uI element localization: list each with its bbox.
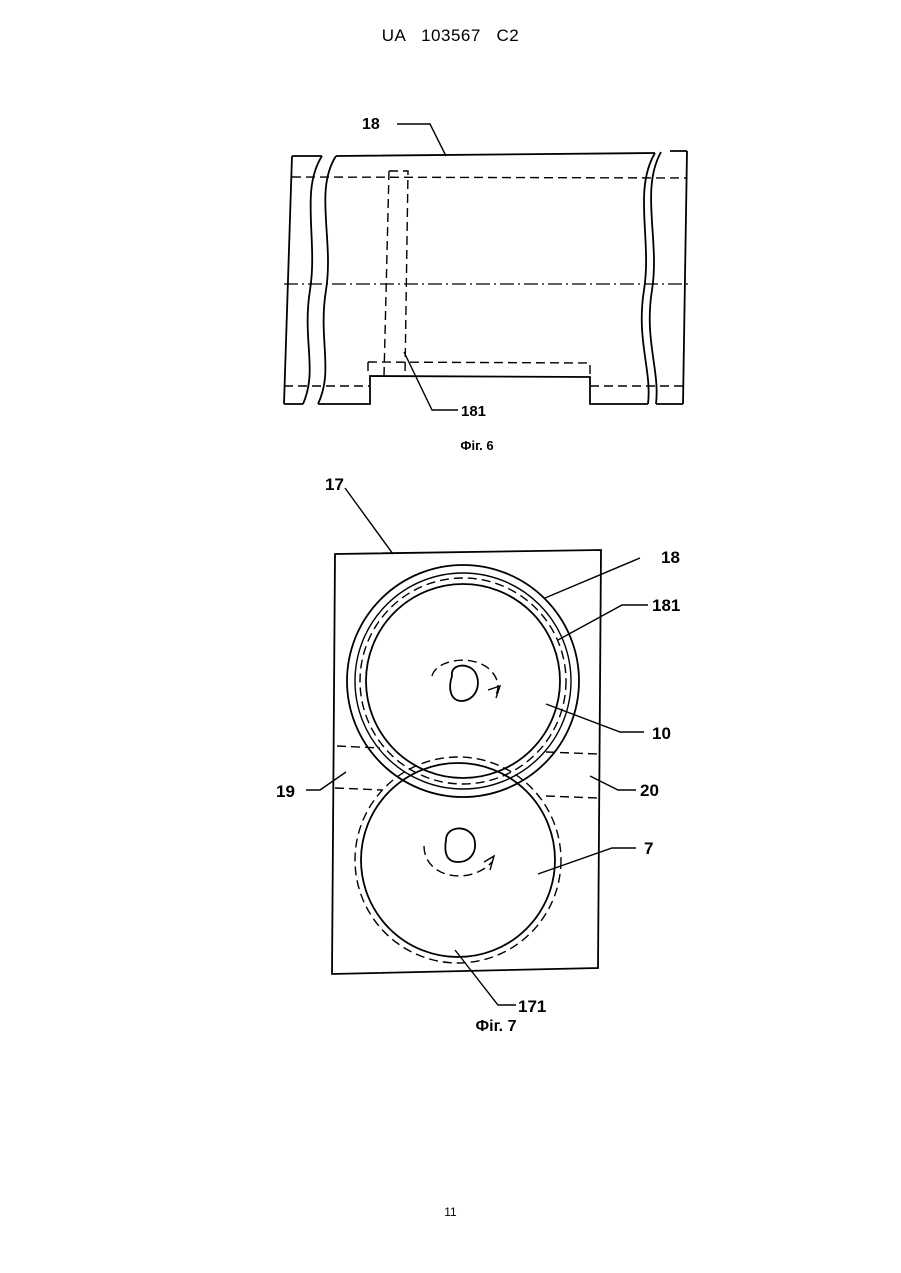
fig7-label-171: 171 — [518, 997, 546, 1016]
figure-6-drawing — [284, 124, 690, 410]
fig7-label-10: 10 — [652, 724, 671, 743]
fig7-label-20: 20 — [640, 781, 659, 800]
fig7-label-19: 19 — [276, 782, 295, 801]
fig6-label-181: 181 — [461, 403, 486, 420]
fig7-caption: Фіг. 7 — [476, 1018, 517, 1035]
fig7-label-18: 18 — [661, 548, 680, 567]
fig7-label-7: 7 — [644, 839, 653, 858]
fig7-label-181: 181 — [652, 596, 680, 615]
figure-7-drawing — [306, 488, 648, 1005]
page-number: 11 — [0, 1205, 901, 1219]
fig6-label-18: 18 — [362, 116, 380, 133]
fig6-caption: Фіг. 6 — [460, 438, 493, 453]
fig7-label-17: 17 — [325, 475, 344, 494]
